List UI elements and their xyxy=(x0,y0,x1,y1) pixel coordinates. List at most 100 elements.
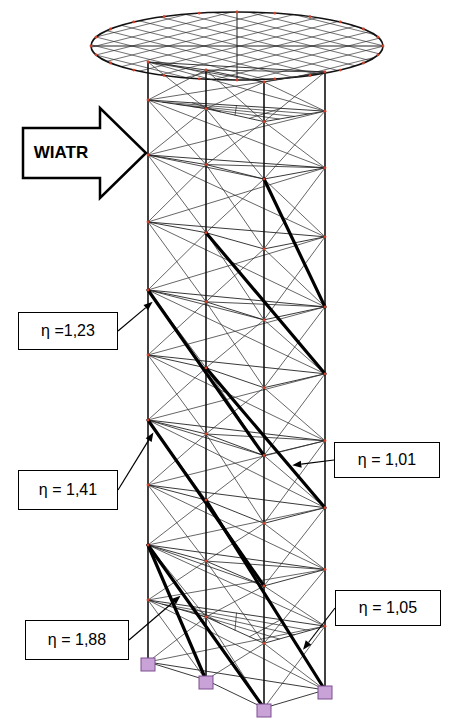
ratio-callout: η =1,23 xyxy=(18,312,118,350)
joint-dot xyxy=(263,522,266,525)
critical-member xyxy=(148,545,264,708)
leader-arrowhead xyxy=(171,596,180,605)
cross-brace xyxy=(206,456,264,501)
joint-dot xyxy=(324,625,327,628)
platform-bar xyxy=(80,0,400,41)
floor-bar xyxy=(177,104,295,116)
joint-dot xyxy=(339,21,342,24)
cross-brace xyxy=(148,307,325,355)
ring-bar xyxy=(264,569,325,585)
platform-bar xyxy=(80,222,400,302)
cross-brace xyxy=(148,100,325,168)
platform-bar xyxy=(80,186,400,266)
plan-diagonal xyxy=(206,165,325,168)
platform-bar xyxy=(80,24,400,104)
platform-bar xyxy=(80,60,400,140)
joint-dot xyxy=(263,454,266,457)
ring-bar xyxy=(148,290,325,307)
joint-dot xyxy=(205,560,208,563)
platform-bar xyxy=(80,0,400,59)
platform-bar xyxy=(80,276,400,356)
support-block xyxy=(199,676,213,689)
platform-bar xyxy=(80,60,400,140)
cross-brace xyxy=(206,179,264,233)
ring-bar xyxy=(148,222,206,233)
joint-dot xyxy=(205,163,208,166)
cross-brace xyxy=(264,237,325,320)
joint-dot xyxy=(132,21,135,24)
joint-dot xyxy=(324,235,327,238)
cross-brace xyxy=(148,62,206,109)
top-platform xyxy=(80,0,400,356)
cross-brace xyxy=(264,307,325,388)
ratio-value: η = 1,01 xyxy=(358,450,416,469)
joint-dot xyxy=(205,231,208,234)
ring-bar xyxy=(148,662,206,680)
joint-dot xyxy=(324,305,327,308)
ratio-value: η = 1,41 xyxy=(39,480,97,499)
platform-bar xyxy=(80,258,400,338)
tower-leg xyxy=(263,82,265,708)
critical-member xyxy=(206,233,325,374)
platform-bar xyxy=(80,0,400,5)
platform-rim xyxy=(91,12,383,80)
ring-bar xyxy=(148,420,325,441)
joint-dot xyxy=(109,62,112,65)
ring-bar xyxy=(264,690,325,708)
platform-bar xyxy=(80,213,400,293)
joint-dot xyxy=(205,499,208,502)
platform-bar xyxy=(80,42,400,122)
cross-brace xyxy=(148,545,325,626)
cross-brace xyxy=(148,617,206,662)
platform-bar xyxy=(80,33,400,113)
joint-dot xyxy=(147,419,150,422)
platform-bar xyxy=(80,222,400,302)
ring-bar xyxy=(148,155,325,168)
platform-bar xyxy=(80,51,400,131)
platform-bar xyxy=(80,249,400,329)
cross-brace xyxy=(264,508,325,586)
leader-line xyxy=(118,308,146,331)
wind-label: WIATR xyxy=(22,128,100,178)
joint-dot xyxy=(95,53,98,56)
platform-bar xyxy=(80,0,400,41)
joint-dot xyxy=(362,62,365,65)
platform-bar xyxy=(80,6,400,86)
joint-dot xyxy=(324,506,327,509)
joint-dot xyxy=(198,77,201,80)
platform-bar xyxy=(80,240,400,320)
ratio-callout: η = 1,05 xyxy=(335,590,441,626)
critical-member xyxy=(264,179,325,307)
platform-bar xyxy=(80,15,400,95)
joint-dot xyxy=(263,585,266,588)
cross-brace xyxy=(206,586,264,617)
joint-dot xyxy=(263,642,266,645)
platform-bar xyxy=(80,24,400,104)
cross-brace xyxy=(148,155,206,233)
joint-dot xyxy=(147,289,150,292)
tower-leg xyxy=(147,62,149,662)
platform-bar xyxy=(80,276,400,356)
joint-dot xyxy=(205,107,208,110)
cross-brace xyxy=(148,626,325,662)
platform-grid xyxy=(80,0,400,356)
platform-bar xyxy=(80,0,400,68)
critical-member xyxy=(148,290,264,456)
platform-bar xyxy=(80,0,400,5)
ring-bar xyxy=(148,662,325,690)
leader-arrowhead xyxy=(292,461,301,468)
tower-leg xyxy=(324,72,326,690)
joint-dot xyxy=(263,81,266,84)
joint-dot xyxy=(273,77,276,80)
leader-arrowhead xyxy=(144,302,153,310)
joint-dot xyxy=(324,439,327,442)
platform-bar xyxy=(80,0,400,68)
cross-brace xyxy=(206,109,264,179)
joint-dot xyxy=(309,15,312,18)
critical-members xyxy=(148,179,325,708)
cross-brace xyxy=(148,111,325,155)
ratio-value: η = 1,88 xyxy=(48,630,106,649)
joint-dot xyxy=(205,616,208,619)
joint-dot xyxy=(362,28,365,31)
